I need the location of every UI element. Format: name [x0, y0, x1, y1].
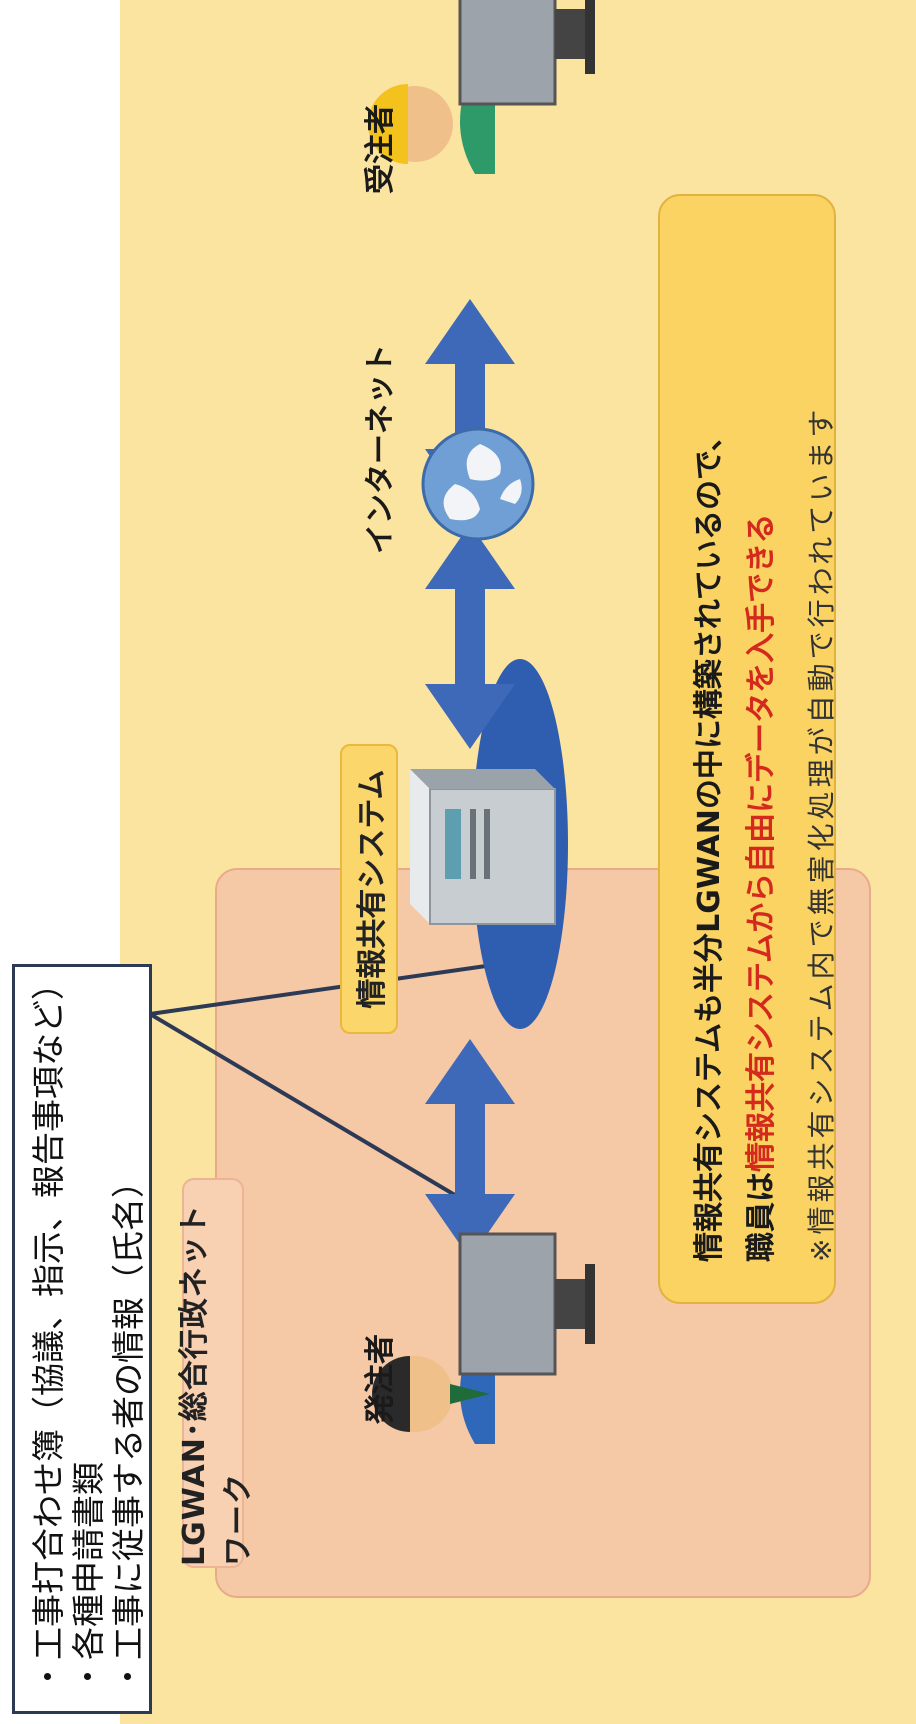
arrow-internet-server — [425, 524, 515, 749]
contractor-monitor-icon — [458, 0, 595, 106]
orderer-label: 発注者 — [363, 1334, 398, 1424]
callout-line-lgwan — [148, 1012, 472, 1206]
server-icon — [410, 769, 556, 925]
note-item: ・工事に従事する者の情報（氏名） — [109, 1165, 148, 1693]
contractor-person-icon — [368, 64, 495, 174]
info-line-2-prefix: 職員は — [744, 1172, 779, 1262]
note-item: ・各種申請書類 — [69, 1462, 108, 1693]
info-line-2: 職員は情報共有システムから自由にデータを入手できる — [736, 196, 780, 1263]
callout-note-box: ・工事打合わせ簿（協議、指示、報告事項など） ・各種申請書類 ・工事に従事する者… — [12, 964, 152, 1714]
note-item: ・工事打合わせ簿（協議、指示、報告事項など） — [29, 967, 68, 1693]
globe-icon — [421, 427, 535, 541]
info-note: ※情報共有システム内で無害化処理が自動で行われています — [805, 405, 838, 1262]
callout-line-internet — [149, 962, 501, 1016]
system-label: 情報共有システム — [340, 744, 398, 1034]
internet-label: インターネット — [363, 344, 398, 554]
orderer-monitor-icon — [458, 1232, 595, 1376]
info-line-2-highlight: 情報共有システムから自由にデータを入手できる — [744, 513, 779, 1173]
info-line-1: 情報共有システムも半分LGWANの中に構築されているので、 — [692, 421, 727, 1262]
contractor-label: 受注者 — [363, 104, 398, 194]
arrow-lgwan — [425, 1039, 515, 1259]
info-box: 情報共有システムも半分LGWANの中に構築されているので、 職員は情報共有システ… — [658, 194, 838, 1304]
